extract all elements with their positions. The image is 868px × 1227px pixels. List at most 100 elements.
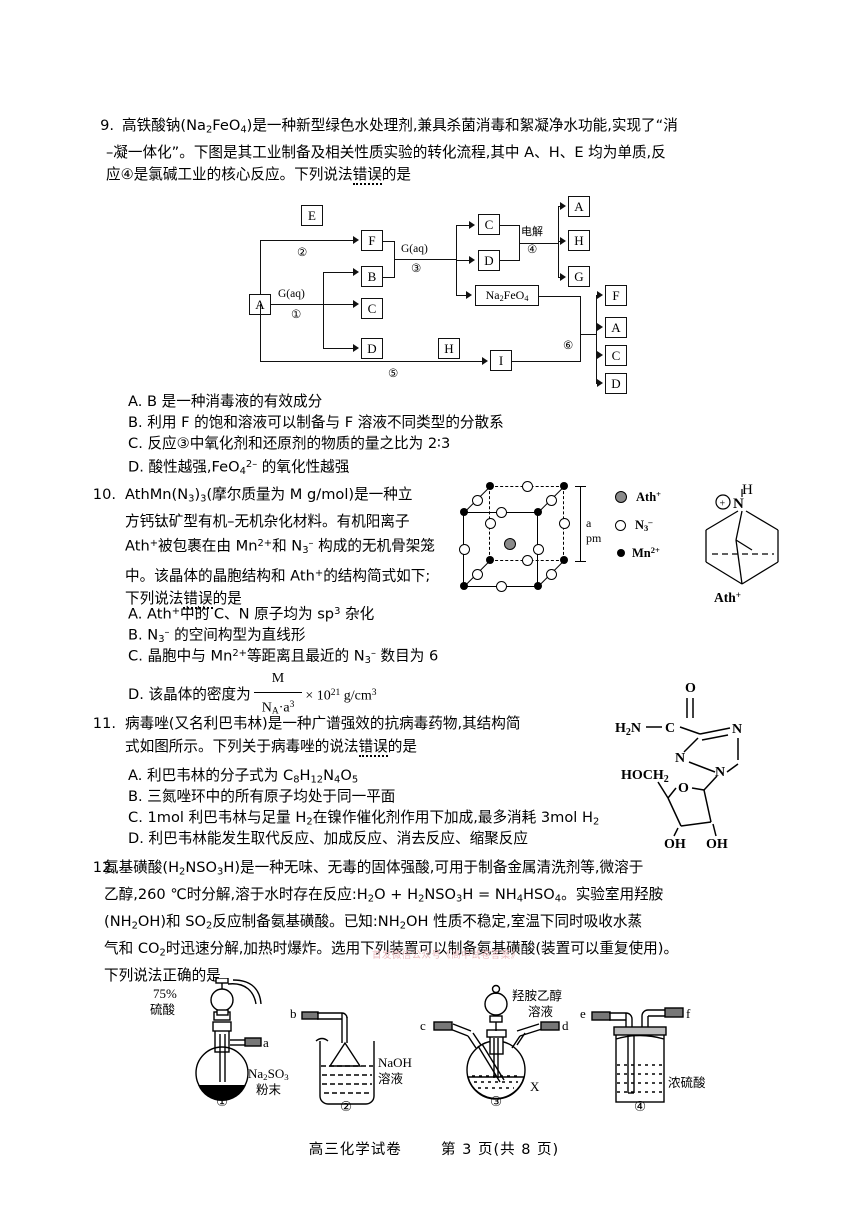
flow-label-step-5: ⑤ bbox=[388, 368, 399, 380]
flow-arrow bbox=[560, 273, 566, 281]
q9-stem-line-2: –凝一体化”。下图是其工业制备及相关性质实验的转化流程,其中 A、H、E 均为单… bbox=[106, 143, 666, 161]
apparatus-3-label-X: X bbox=[530, 1079, 540, 1094]
apparatus-2-label-naoh: NaOH bbox=[378, 1055, 412, 1070]
cell-axis-label: a pm bbox=[586, 516, 602, 545]
apparatus-3-label-d: d bbox=[562, 1018, 569, 1033]
q11-option-A: A. 利巴韦林的分子式为 C8H12N4O5 bbox=[128, 767, 359, 786]
flow-line bbox=[500, 260, 520, 262]
apparatus-3-label-c: c bbox=[420, 1018, 426, 1033]
atom-mn bbox=[486, 482, 494, 490]
q12-stem-line-1: 氨基磺酸(H2NSO3H)是一种无味、无毒的固体强酸,可用于制备金属清洗剂等,微… bbox=[104, 859, 644, 878]
atom-mn bbox=[560, 482, 568, 490]
cell-dimension-line bbox=[580, 486, 582, 562]
svg-text:N: N bbox=[733, 496, 744, 512]
question-10-stem: AthMn(N3)3(摩尔质量为 M g/mol)是一种立 方钙钛矿型有机–无机… bbox=[125, 484, 455, 610]
flow-arrow bbox=[597, 291, 603, 299]
flow-arrow bbox=[353, 344, 359, 352]
q10-crystal-unit-cell: a pm bbox=[458, 478, 608, 606]
apparatus-3: 羟胺乙醇 溶液 c d X ③ bbox=[420, 978, 599, 1113]
flow-box-D3: D bbox=[605, 373, 627, 394]
atom-mn bbox=[460, 508, 468, 516]
flow-box-I: I bbox=[490, 350, 512, 371]
q11-stem-line-1: 病毒唑(又名利巴韦林)是一种广谱强效的抗病毒药物,其结构简 bbox=[125, 715, 521, 732]
cell-dimension-tick bbox=[575, 486, 586, 488]
flow-line bbox=[323, 272, 354, 274]
open-circle-icon bbox=[615, 519, 626, 531]
apparatus-1-label-a: a bbox=[263, 1035, 269, 1050]
q10-option-D-text: D. 该晶体的密度为 bbox=[128, 686, 251, 704]
flow-line bbox=[512, 361, 581, 363]
flow-label-g-aq-3: G(aq) bbox=[401, 243, 428, 255]
flow-line bbox=[596, 295, 598, 384]
q12-stem-line-5: 下列说法正确的是 bbox=[104, 966, 221, 984]
flow-label-step-1: ① bbox=[291, 309, 302, 321]
q12-stem-line-3: (NH2OH)和 SO2反应制备氨基磺酸。已知:NH2OH 性质不稳定,室温下同… bbox=[104, 912, 643, 932]
flow-box-Na2FeO4: Na2FeO4 bbox=[475, 285, 539, 306]
flow-box-H1: H bbox=[438, 338, 460, 359]
apparatus-4-svg bbox=[591, 1007, 684, 1103]
flow-line bbox=[323, 348, 354, 350]
apparatus-1: 75% 硫酸 a Na2SO3 粉末 ① bbox=[150, 977, 310, 1113]
flow-box-B: B bbox=[361, 266, 383, 287]
flow-arrow bbox=[353, 300, 359, 308]
filled-circle-icon bbox=[617, 549, 625, 557]
flow-line bbox=[323, 272, 325, 348]
flow-arrow bbox=[466, 291, 472, 299]
riba-atom-N2: N bbox=[675, 751, 685, 766]
flow-line bbox=[271, 304, 354, 306]
ribavirin-svg: O H2N C N N N HOCH2 O OH OH bbox=[615, 681, 742, 852]
apparatus-2-label-b: b bbox=[290, 1006, 297, 1021]
flow-box-A2: A bbox=[568, 196, 590, 217]
atom-mn bbox=[534, 508, 542, 516]
question-11-stem: 病毒唑(又名利巴韦林)是一种广谱强效的抗病毒药物,其结构简 式如图所示。下列关于… bbox=[125, 713, 545, 758]
atom-n3 bbox=[485, 518, 496, 529]
riba-atom-N1: N bbox=[732, 722, 742, 737]
flow-label-step-2: ② bbox=[297, 247, 308, 259]
flow-box-C3: C bbox=[605, 345, 627, 366]
apparatus-4-label-e: e bbox=[580, 1006, 586, 1021]
apparatus-2-label-solution: 溶液 bbox=[378, 1071, 404, 1086]
q10-stem-line-2: 方钙钛矿型有机–无机杂化材料。有机阳离子 bbox=[125, 512, 410, 530]
flow-line bbox=[260, 361, 483, 363]
q10-stem-line-4: 中。该晶体的晶胞结构和 Ath+的结构简式如下; bbox=[125, 567, 431, 585]
q10-stem-line-1: AthMn(N3)3(摩尔质量为 M g/mol)是一种立 bbox=[125, 486, 413, 505]
apparatus-3-label-solution: 溶液 bbox=[528, 1004, 554, 1019]
flow-line bbox=[580, 334, 597, 336]
q12-stem-line-2: 乙醇,260 ℃时分解,溶于水时存在反应:H2O + H2NSO3H = NH4… bbox=[104, 885, 664, 905]
flow-arrow bbox=[469, 256, 475, 264]
atom-mn bbox=[460, 582, 468, 590]
question-12-stem: 氨基磺酸(H2NSO3H)是一种无味、无毒的固体强酸,可用于制备金属清洗剂等,微… bbox=[104, 857, 794, 987]
flow-arrow bbox=[597, 379, 603, 387]
flow-label-step-3: ③ bbox=[411, 263, 422, 275]
q11-option-C: C. 1mol 利巴韦林与足量 H2在镍作催化剂作用下加成,最多消耗 3mol … bbox=[128, 809, 600, 828]
flow-label-g-aq-1: G(aq) bbox=[278, 288, 305, 300]
q12-stem-line-4: 气和 CO2时迅速分解,加热时爆炸。选用下列装置可以制备氨基磺酸(装置可以重复使… bbox=[104, 939, 679, 959]
flow-label-step-6: ⑥ bbox=[563, 340, 574, 352]
atom-n3 bbox=[459, 544, 470, 555]
atom-n3 bbox=[522, 555, 533, 566]
q10-stem-line-3: Ath+被包裹在由 Mn2+和 N3– 构成的无机骨架笼 bbox=[125, 537, 435, 557]
legend-row-n3: N3– bbox=[615, 511, 685, 539]
cell-dimension-tick bbox=[575, 561, 586, 563]
riba-atom-N3: N bbox=[715, 765, 725, 780]
legend-label-n3: N3– bbox=[635, 517, 653, 533]
flow-box-C2: C bbox=[478, 214, 500, 235]
apparatus-1-label-na2so3: Na2SO3 bbox=[248, 1066, 289, 1083]
flow-arrow bbox=[482, 357, 488, 365]
atom-n3 bbox=[496, 507, 507, 518]
atom-mn bbox=[486, 556, 494, 564]
q10-option-C: C. 晶胞中与 Mn2+等距离且最近的 N3– 数目为 6 bbox=[128, 647, 439, 666]
atom-mn bbox=[534, 582, 542, 590]
question-10-number: 10. bbox=[92, 486, 116, 503]
apparatus-2-svg bbox=[301, 1011, 375, 1105]
apparatus-3-numeral: ③ bbox=[490, 1094, 503, 1109]
grey-circle-icon bbox=[615, 491, 627, 503]
q10-ath-cation-structure: H + N Ath+ bbox=[690, 478, 785, 605]
q11-option-B: B. 三氮唑环中的所有原子均处于同一平面 bbox=[128, 788, 396, 805]
legend-label-mn: Mn2+ bbox=[632, 545, 660, 560]
atom-ath bbox=[504, 538, 516, 550]
watermark: 首发微信公众号《高中试卷答案》 bbox=[372, 950, 521, 961]
flow-line bbox=[456, 225, 470, 227]
apparatus-1-label-75pct: 75% bbox=[153, 986, 177, 1001]
